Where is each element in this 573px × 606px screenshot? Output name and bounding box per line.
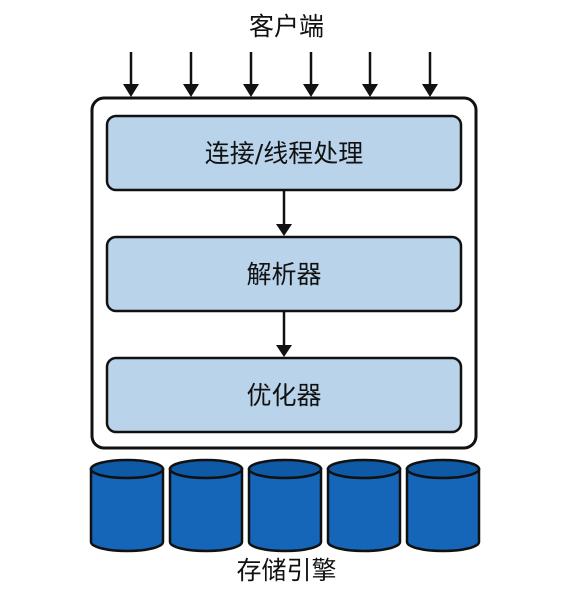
client-arrowhead-5 (362, 84, 378, 97)
storage-engine-cylinder-3 (247, 458, 323, 553)
client-arrowhead-6 (422, 84, 438, 97)
flow-arrowhead-2 (276, 345, 292, 357)
layer-label-optimizer: 优化器 (246, 381, 321, 410)
client-arrowhead-1 (123, 84, 139, 97)
storage-engine-cylinder-4 (326, 458, 402, 553)
storage-engine-cylinder-5 (405, 458, 481, 553)
layer-label-connection: 连接/线程处理 (205, 139, 363, 168)
storage-engine-cylinder-1 (89, 458, 165, 553)
client-arrowhead-4 (303, 84, 319, 97)
layer-box-optimizer (105, 356, 463, 434)
client-arrowhead-2 (183, 84, 199, 97)
client-arrowhead-3 (243, 84, 259, 97)
storage-label: 存储引擎 (236, 556, 337, 585)
client-arrows (123, 52, 438, 97)
layer-label-parser: 解析器 (246, 260, 321, 289)
storage-engines (89, 458, 481, 553)
client-label: 客户端 (248, 12, 324, 41)
storage-engine-cylinder-2 (168, 458, 244, 553)
flow-arrowhead-1 (276, 224, 292, 236)
